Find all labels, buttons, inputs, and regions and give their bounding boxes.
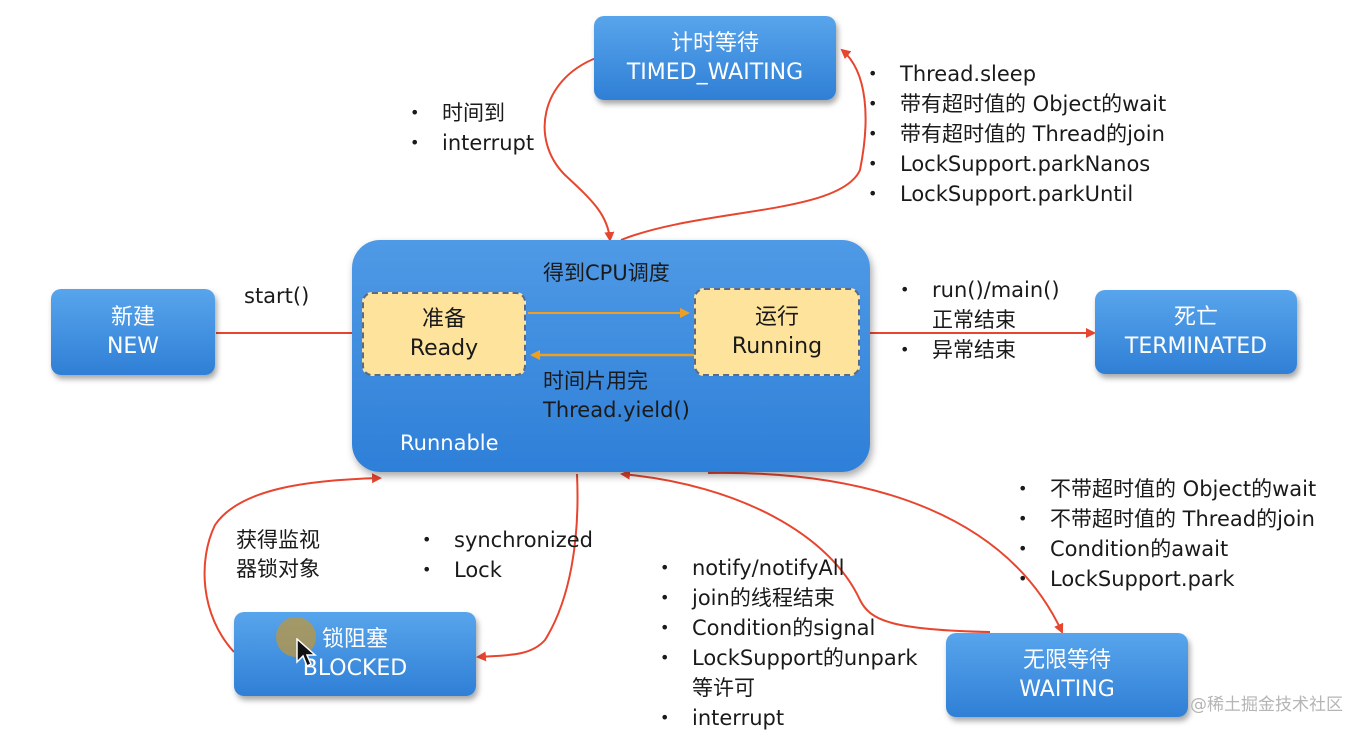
list-item: 异常结束 (898, 335, 1060, 365)
waiting-cn: 无限等待 (1022, 648, 1111, 673)
state-running: 运行 Running (694, 288, 860, 376)
arrow-runnable-to-blocked (476, 473, 579, 662)
list-item: Condition的await (1016, 534, 1316, 564)
runnable-label: Runnable (400, 431, 499, 455)
arrow-runnable-to-timed (620, 48, 867, 241)
ready-cn: 准备 (421, 307, 466, 332)
terminate-line-2: 正常结束 (932, 308, 1016, 332)
terminated-en: TERMINATED (1124, 334, 1268, 359)
unpark-line-2: 等许可 (692, 676, 755, 700)
state-waiting: 无限等待 WAITING (946, 633, 1188, 717)
list-item: run()/main() 正常结束 (898, 275, 1060, 335)
list-item: LockSupport.parkNanos (866, 149, 1166, 179)
blocked-en: BLOCKED (302, 656, 408, 681)
waiting-return-list: notify/notifyAll join的线程结束 Condition的sig… (658, 553, 918, 733)
running-en: Running (731, 334, 823, 359)
state-terminated: 死亡 TERMINATED (1095, 290, 1297, 374)
terminated-cn: 死亡 (1173, 305, 1218, 330)
list-item: Lock (420, 555, 593, 585)
list-item: 带有超时值的 Object的wait (866, 89, 1166, 119)
list-item: join的线程结束 (658, 583, 918, 613)
blocked-return-line-2: 器锁对象 (236, 557, 320, 581)
list-item: 不带超时值的 Thread的join (1016, 504, 1316, 534)
start-label: start() (244, 284, 310, 308)
list-item: 时间到 (408, 98, 534, 128)
new-en: NEW (106, 334, 160, 359)
timed-enter-list: Thread.sleep 带有超时值的 Object的wait 带有超时值的 T… (866, 59, 1166, 209)
list-item: synchronized (420, 525, 593, 555)
blocked-return-line-1: 获得监视 (236, 528, 320, 552)
arrow-blocked-to-runnable (203, 473, 382, 653)
timed-return-list: 时间到 interrupt (408, 98, 534, 158)
timed-waiting-cn: 计时等待 (670, 31, 759, 56)
blocked-enter-list: synchronized Lock (420, 525, 593, 585)
list-item: LockSupport.park (1016, 564, 1316, 594)
list-item: LockSupport的unpark 等许可 (658, 643, 918, 703)
waiting-enter-list: 不带超时值的 Object的wait 不带超时值的 Thread的join Co… (1016, 474, 1316, 594)
list-item: 带有超时值的 Thread的join (866, 119, 1166, 149)
waiting-en: WAITING (1019, 677, 1115, 702)
state-blocked: 锁阻塞 BLOCKED (234, 612, 476, 696)
yield-label-2: Thread.yield() (543, 398, 690, 422)
running-cn: 运行 (754, 305, 799, 330)
list-item: notify/notifyAll (658, 553, 918, 583)
yield-label-1: 时间片用完 (543, 369, 648, 393)
list-item: 不带超时值的 Object的wait (1016, 474, 1316, 504)
unpark-line-1: LockSupport的unpark (692, 646, 918, 670)
blocked-cn: 锁阻塞 (321, 627, 388, 652)
list-item: interrupt (658, 703, 918, 733)
list-item: Condition的signal (658, 613, 918, 643)
list-item: LockSupport.parkUntil (866, 179, 1166, 209)
list-item: Thread.sleep (866, 59, 1166, 89)
state-timed-waiting: 计时等待 TIMED_WAITING (594, 16, 836, 100)
terminate-list: run()/main() 正常结束 异常结束 (898, 275, 1060, 365)
mouse-pointer-icon (296, 638, 317, 668)
list-item: interrupt (408, 128, 534, 158)
state-new: 新建 NEW (51, 289, 215, 375)
cpu-schedule-label: 得到CPU调度 (543, 261, 670, 285)
new-cn: 新建 (110, 305, 155, 330)
arrow-timed-to-runnable (543, 57, 615, 242)
terminate-line-1: run()/main() (932, 278, 1060, 302)
state-ready: 准备 Ready (362, 292, 526, 376)
watermark: @稀土掘金技术社区 (1190, 695, 1343, 715)
ready-en: Ready (409, 336, 479, 361)
timed-waiting-en: TIMED_WAITING (626, 60, 804, 85)
